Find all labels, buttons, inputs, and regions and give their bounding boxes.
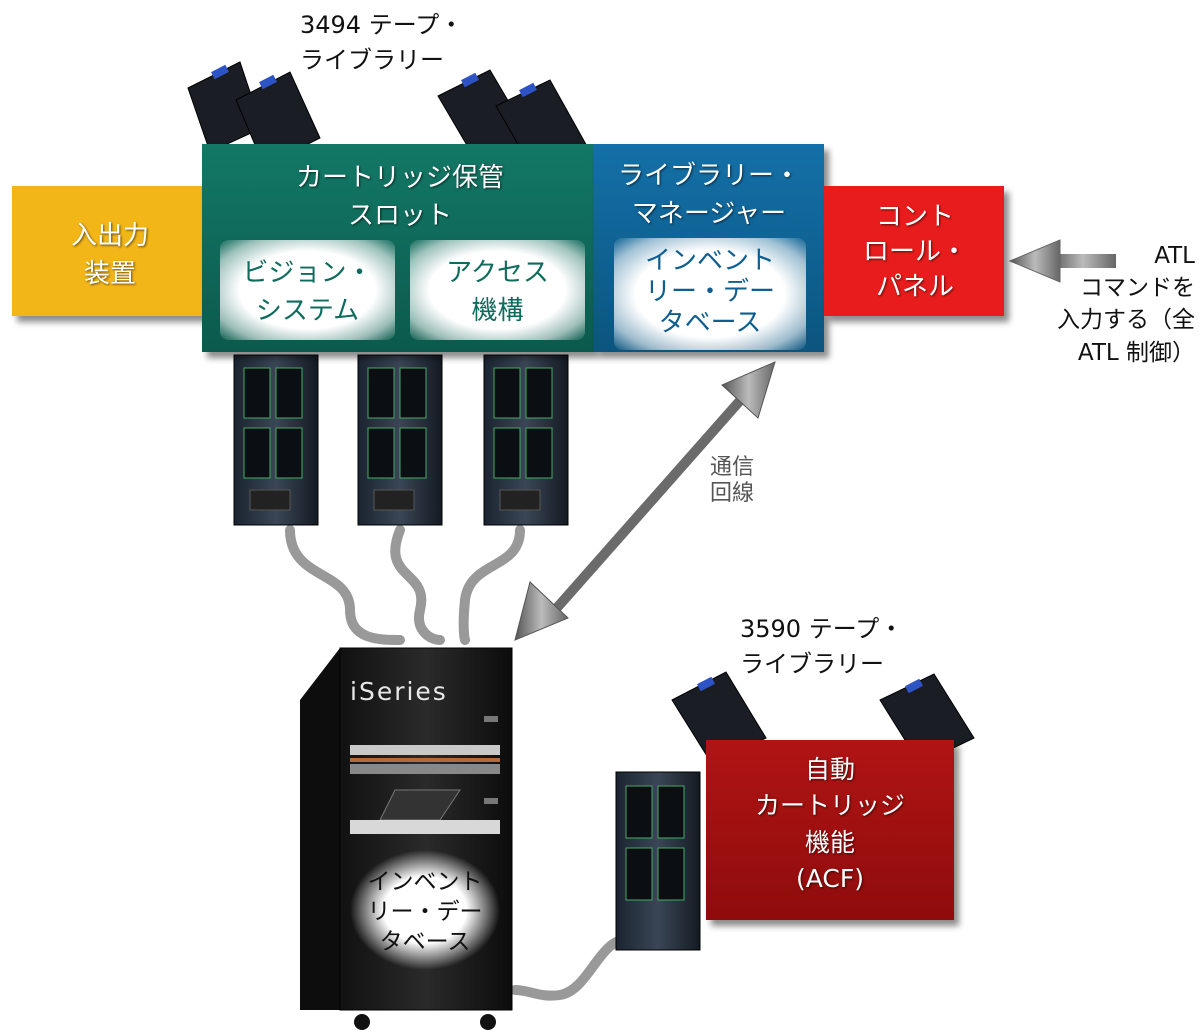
library-manager-label: ライブラリー・ マネージャー bbox=[617, 161, 800, 229]
iseries-server bbox=[300, 647, 513, 1030]
tape-drive-acf bbox=[615, 771, 701, 951]
control-panel-label: コント ロール・ パネル bbox=[862, 202, 967, 303]
cable-drive-3 bbox=[458, 525, 525, 645]
inventory-db-iseries-label: インベント リー・デー タベース bbox=[367, 869, 483, 955]
io-station-box bbox=[12, 186, 202, 316]
inventory-db-lm-label: インベント リー・デー タベース bbox=[644, 246, 775, 339]
cartridge-storage-label: カートリッジ保管 スロット bbox=[295, 163, 504, 231]
atl-commands-caption: ATL コマンドを 入力する（全 ATL 制御） bbox=[1057, 243, 1195, 366]
cable-acf-drive bbox=[510, 934, 635, 1001]
vision-system-label: ビジョン・ システム bbox=[242, 258, 373, 326]
tape-drive-3 bbox=[483, 354, 569, 526]
vision-system-panel bbox=[220, 240, 395, 340]
inventory-db-lm-panel bbox=[614, 238, 806, 350]
iseries-label: iSeries bbox=[350, 677, 448, 706]
tape-library-3590-caption: 3590 テープ・ ライブラリー bbox=[740, 615, 904, 678]
tape-drive-2 bbox=[357, 354, 443, 526]
tape-library-3494-caption: 3494 テープ・ ライブラリー bbox=[300, 11, 464, 74]
tape-drive-1 bbox=[233, 354, 319, 526]
accessor-panel bbox=[410, 240, 585, 340]
acf-label: 自動 カートリッジ 機能 (ACF) bbox=[754, 755, 905, 893]
comm-line-caption: 通信 回線 bbox=[710, 455, 755, 507]
acf-box bbox=[706, 740, 954, 920]
cable-drive-2 bbox=[390, 525, 445, 645]
atl-input-arrow bbox=[1008, 239, 1116, 283]
io-station-label: 入出力 装置 bbox=[70, 221, 149, 289]
cable-drive-1 bbox=[285, 525, 405, 645]
control-panel-box bbox=[824, 186, 1004, 316]
comm-line-arrow bbox=[514, 361, 776, 641]
accessor-label: アクセス 機構 bbox=[446, 258, 549, 326]
